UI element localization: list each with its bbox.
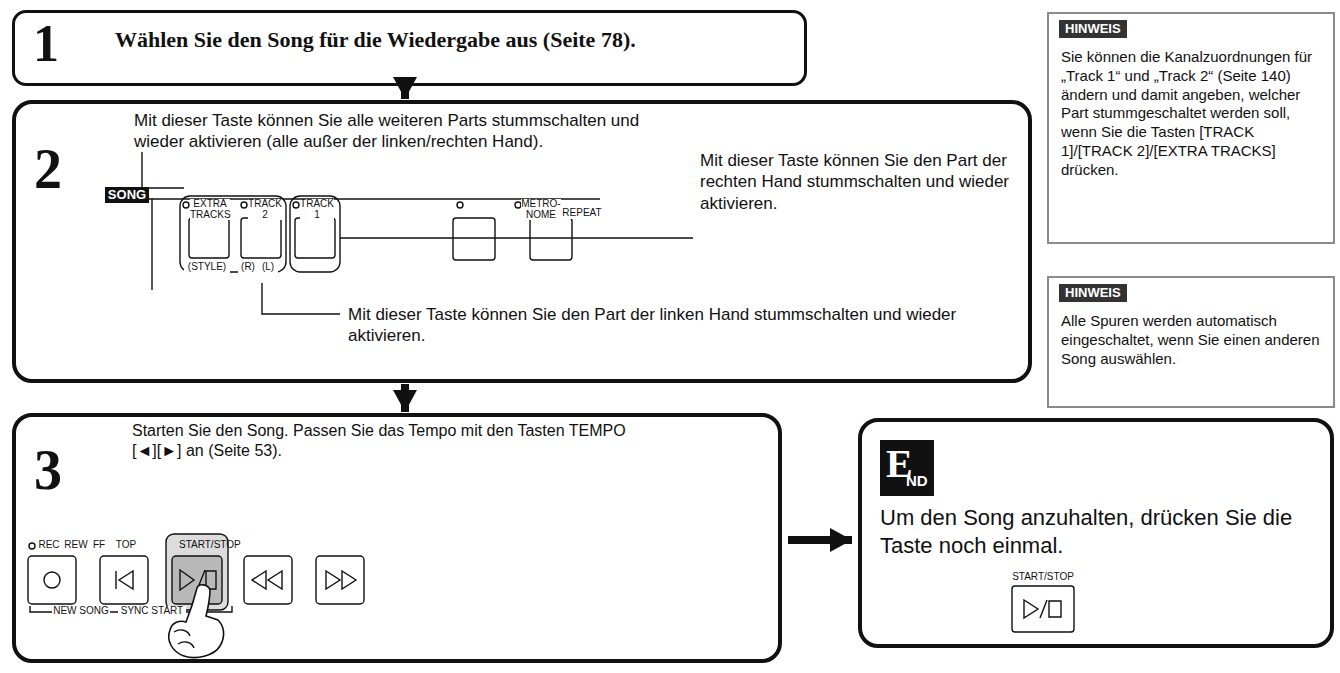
rec-symbol bbox=[44, 572, 60, 588]
callout-text: Mit dieser Taste können Sie den Part der… bbox=[700, 150, 1018, 214]
panel-section-label: SONG bbox=[105, 187, 149, 203]
panel-rule bbox=[105, 199, 152, 290]
button-label: FF bbox=[90, 540, 108, 551]
step-text: Starten Sie den Song. Passen Sie das Tem… bbox=[132, 421, 652, 461]
button-sublabel: (L) bbox=[258, 262, 278, 273]
button-label: REC bbox=[37, 540, 61, 551]
step-text: Wählen Sie den Song für die Wiedergabe a… bbox=[115, 26, 795, 54]
led bbox=[457, 202, 463, 208]
button-label: METRO- NOME bbox=[521, 199, 561, 220]
callout-text: Mit dieser Taste können Sie den Part der… bbox=[348, 304, 988, 347]
step-box: 2 Mit dieser Taste können Sie alle weiter… bbox=[12, 100, 1032, 383]
rew-symbol bbox=[252, 571, 282, 589]
note-heading: HINWEIS bbox=[1059, 284, 1127, 302]
leader-line bbox=[262, 283, 340, 314]
button bbox=[241, 218, 281, 258]
button-label: REPEAT bbox=[560, 208, 604, 219]
button-sublabel: (R) bbox=[238, 262, 258, 273]
button-label: START/STOP bbox=[179, 540, 227, 551]
button bbox=[189, 218, 229, 258]
pressing-hand bbox=[169, 585, 224, 658]
button bbox=[453, 218, 495, 260]
bracket-label: NEW SONG bbox=[52, 606, 110, 617]
button-label: TRACK 1 bbox=[300, 199, 334, 220]
button-label: START/STOP bbox=[1010, 572, 1076, 583]
led bbox=[293, 202, 299, 208]
step-number: 2 bbox=[34, 134, 84, 204]
play-stop-symbol bbox=[1024, 600, 1061, 618]
bracket-label: SYNC START bbox=[118, 606, 186, 617]
hand-detail bbox=[174, 630, 194, 648]
button-group-outline bbox=[180, 196, 286, 272]
ff-symbol bbox=[326, 571, 356, 589]
button bbox=[316, 556, 364, 604]
button-label: TRACK 2 bbox=[248, 199, 282, 220]
end-text: Um den Song anzuhalten, drücken Sie die … bbox=[880, 504, 1320, 559]
step-number: 3 bbox=[34, 435, 84, 505]
end-icon-letters: ND bbox=[906, 472, 934, 491]
top-symbol bbox=[116, 571, 133, 589]
button bbox=[530, 218, 572, 260]
note-text: Alle Spuren werden automatisch eingescha… bbox=[1061, 312, 1323, 368]
button bbox=[295, 218, 335, 258]
button bbox=[100, 556, 148, 604]
flow-arrow bbox=[788, 536, 852, 544]
button bbox=[244, 556, 292, 604]
step-box: 3 Starten Sie den Song. Passen Sie das Te… bbox=[12, 413, 782, 663]
flow-arrow bbox=[401, 384, 409, 412]
leader-line bbox=[142, 152, 184, 188]
leader-line bbox=[340, 237, 693, 238]
step-box: 1 Wählen Sie den Song für die Wiedergabe … bbox=[12, 10, 807, 86]
button-label: REW bbox=[62, 540, 90, 551]
note-heading: HINWEIS bbox=[1059, 20, 1127, 38]
button-group-outline bbox=[290, 196, 340, 272]
led bbox=[29, 543, 35, 549]
button bbox=[28, 556, 76, 604]
led bbox=[241, 202, 247, 208]
led bbox=[183, 202, 189, 208]
note-box: HINWEIS Alle Spuren werden automatisch ei… bbox=[1047, 276, 1335, 408]
flow-arrow bbox=[401, 87, 409, 99]
button-label: TOP bbox=[112, 540, 140, 551]
step-number: 1 bbox=[33, 11, 83, 76]
end-box: ENDUm den Song anzuhalten, drücken Sie d… bbox=[858, 418, 1334, 648]
callout-text: Mit dieser Taste können Sie alle weitere… bbox=[134, 110, 694, 153]
note-text: Sie können die Kanalzuordnungen für „Tra… bbox=[1061, 48, 1323, 179]
note-box: HINWEIS Sie können die Kanalzuordnungen f… bbox=[1047, 12, 1335, 244]
start-stop-button bbox=[1012, 586, 1074, 632]
button-sublabel: (STYLE) bbox=[184, 262, 230, 273]
button-label: EXTRA TRACKS bbox=[190, 199, 230, 220]
